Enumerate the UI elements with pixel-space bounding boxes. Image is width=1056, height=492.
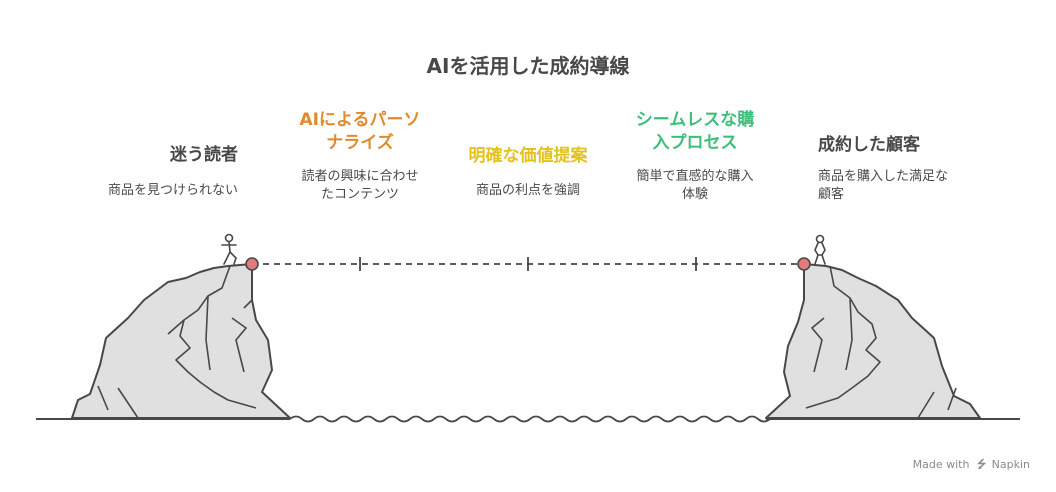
made-with-credit[interactable]: Made with ⭍ Napkin — [913, 456, 1030, 475]
step-3-title: 明確な価値提案 — [468, 146, 588, 166]
step-3-desc: 商品の利点を強調 — [433, 182, 623, 200]
credit-prefix: Made with — [912, 458, 970, 471]
step-2-title-line-1: AIによるパーソ — [299, 110, 421, 130]
step-4-title-line-1: シームレスな購 — [635, 110, 755, 130]
step-2-title-line-2: ナライズ — [326, 133, 394, 153]
right-cliff — [765, 263, 981, 419]
step-4-desc-line-2: 体験 — [681, 187, 708, 202]
step-2-desc: 読者の興味に合わせ たコンテンツ — [270, 168, 450, 204]
step-5-title: 成約した顧客 — [818, 135, 920, 155]
step-2-desc-line-1: 読者の興味に合わせ — [301, 169, 419, 184]
step-2-desc-line-2: たコンテンツ — [320, 187, 399, 202]
step-3-desc-line-1: 商品の利点を強調 — [475, 183, 580, 198]
step-5-desc: 商品を購入した満足な 顧客 — [818, 168, 1018, 204]
step-1-desc: 商品を見つけられない — [60, 182, 238, 200]
step-4-title-line-2: 入プロセス — [652, 133, 738, 153]
step-2-title: AIによるパーソ ナライズ — [270, 109, 450, 155]
step-4-desc-line-1: 簡単で直感的な購入 — [636, 169, 754, 184]
page-title: AIを活用した成約導線 — [426, 54, 630, 78]
credit-brand: Napkin — [991, 458, 1030, 471]
customer-icon — [814, 234, 826, 265]
step-1-desc-line-1: 商品を見つけられない — [107, 183, 238, 198]
step-5-desc-line-1: 商品を購入した満足な — [818, 169, 949, 184]
confused-reader-icon — [221, 233, 237, 265]
start-point — [245, 257, 259, 271]
step-4-title: シームレスな購 入プロセス — [600, 109, 790, 155]
step-1-title: 迷う読者 — [170, 145, 238, 165]
left-cliff — [71, 263, 291, 419]
napkin-logo-icon: ⭍ — [976, 458, 987, 471]
step-5-desc-line-2: 顧客 — [818, 187, 845, 202]
water-waves — [289, 415, 771, 423]
step-4-desc: 簡単で直感的な購入 体験 — [600, 168, 790, 204]
end-point — [797, 257, 811, 271]
